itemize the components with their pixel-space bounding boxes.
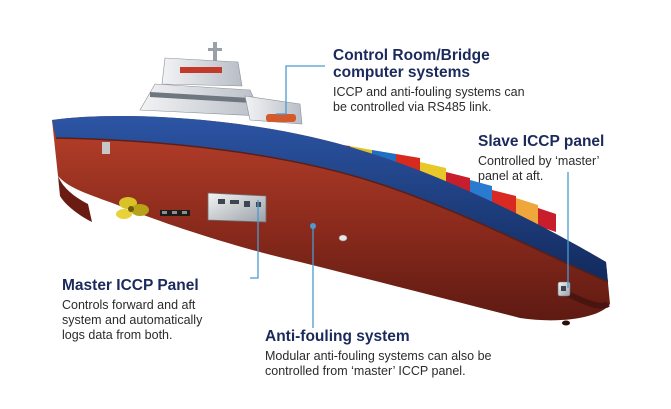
callout-description: ICCP and anti-fouling systems can be con… bbox=[333, 85, 525, 114]
callout-description: Controls forward and aft system and auto… bbox=[62, 298, 203, 342]
callout-title: Control Room/Bridge computer systems bbox=[333, 47, 490, 81]
callout-master-iccp-panel: Master ICCP Panel Controls forward and a… bbox=[62, 277, 262, 343]
callout-description: Controlled by ‘master’ panel at aft. bbox=[478, 154, 600, 183]
anode-icon bbox=[310, 223, 570, 326]
callout-anti-fouling-system: Anti-fouling system Modular anti-fouling… bbox=[265, 328, 565, 379]
ship-hull bbox=[52, 115, 610, 321]
callout-title: Master ICCP Panel bbox=[62, 277, 199, 294]
superstructure bbox=[139, 42, 303, 125]
callout-description: Modular anti-fouling systems can also be… bbox=[265, 349, 492, 378]
callout-slave-iccp-panel: Slave ICCP panel Controlled by ‘master’ … bbox=[478, 133, 648, 184]
leader-lines bbox=[250, 65, 569, 328]
callout-title: Slave ICCP panel bbox=[478, 133, 605, 150]
propeller-icon bbox=[102, 142, 149, 219]
slave-iccp-panel-icon bbox=[557, 281, 571, 297]
callout-title: Anti-fouling system bbox=[265, 328, 410, 345]
callout-control-room-bridge: Control Room/Bridge computer systems ICC… bbox=[333, 47, 568, 115]
